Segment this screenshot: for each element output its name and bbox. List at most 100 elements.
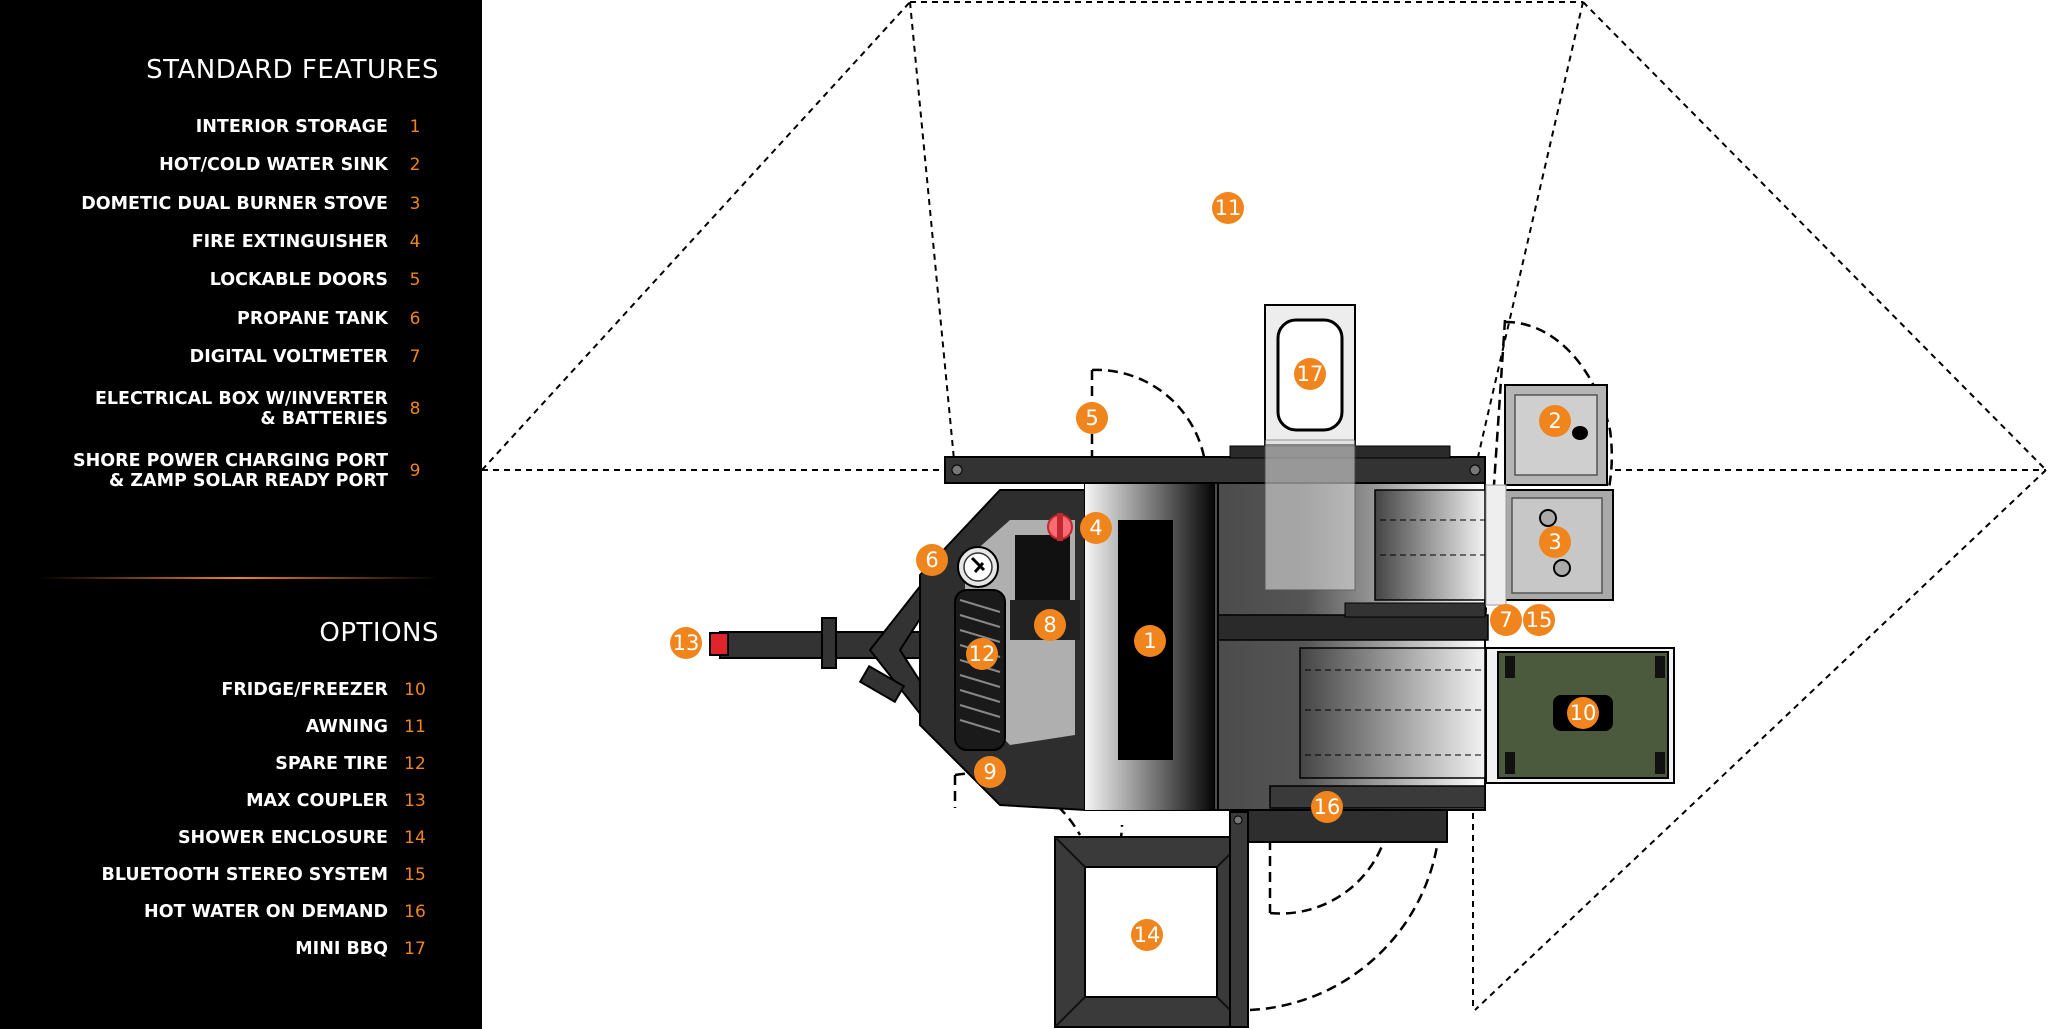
svg-text:10: 10 xyxy=(1570,701,1597,725)
propane-tank xyxy=(957,546,999,588)
svg-text:14: 14 xyxy=(1134,923,1161,947)
legend-label: SPARE TIRE xyxy=(275,754,388,774)
legend-label: MINI BBQ xyxy=(295,939,388,959)
legend-number: 4 xyxy=(409,232,421,252)
svg-text:4: 4 xyxy=(1089,516,1102,540)
legend-item-hot-water: HOT WATER ON DEMAND 16 xyxy=(144,902,442,922)
legend-label: AWNING xyxy=(305,717,388,737)
options-title: OPTIONS xyxy=(319,618,439,648)
legend-label: SHOWER ENCLOSURE xyxy=(177,828,388,848)
legend-number: 9 xyxy=(409,461,421,481)
legend-item-shore-power: SHORE POWER CHARGING PORT & ZAMP SOLAR R… xyxy=(73,451,442,491)
badge-8: 8 xyxy=(1034,609,1066,641)
legend-panel: STANDARD FEATURES INTERIOR STORAGE 1 HOT… xyxy=(0,0,482,1029)
legend-item-lockable-doors: LOCKABLE DOORS 5 xyxy=(210,270,442,290)
svg-text:13: 13 xyxy=(673,631,700,655)
svg-text:7: 7 xyxy=(1499,608,1512,632)
section-divider xyxy=(40,577,438,579)
legend-number: 8 xyxy=(409,399,421,419)
legend-item-mini-bbq: MINI BBQ 17 xyxy=(295,939,442,959)
coupler-red-block xyxy=(709,632,729,656)
legend-label: HOT/COLD WATER SINK xyxy=(159,155,388,175)
svg-text:2: 2 xyxy=(1548,409,1561,433)
badge-11: 11 xyxy=(1212,192,1244,224)
legend-item-max-coupler: MAX COUPLER 13 xyxy=(246,791,442,811)
legend-number: 7 xyxy=(409,347,421,367)
legend-number: 11 xyxy=(404,717,426,737)
legend-number: 14 xyxy=(404,828,426,848)
badge-5: 5 xyxy=(1076,402,1108,434)
badge-6: 6 xyxy=(916,544,948,576)
fire-extinguisher xyxy=(1047,513,1073,541)
fridge-freezer xyxy=(1485,647,1675,784)
shower-enclosure xyxy=(1054,811,1249,1028)
badge-13: 13 xyxy=(670,627,702,659)
legend-label: DIGITAL VOLTMETER xyxy=(189,347,388,367)
badge-9: 9 xyxy=(974,756,1006,788)
badge-15: 15 xyxy=(1523,604,1555,636)
legend-label: FIRE EXTINGUISHER xyxy=(191,232,388,252)
legend-number: 6 xyxy=(409,309,421,329)
svg-text:12: 12 xyxy=(969,642,996,666)
legend-number: 13 xyxy=(404,791,426,811)
badge-2: 2 xyxy=(1539,405,1571,437)
legend-label: INTERIOR STORAGE xyxy=(195,117,388,137)
legend-item-voltmeter: DIGITAL VOLTMETER 7 xyxy=(190,347,442,367)
badge-12: 12 xyxy=(966,638,998,670)
legend-item-sink: HOT/COLD WATER SINK 2 xyxy=(159,155,442,175)
legend-label: ELECTRICAL BOX W/INVERTER & BATTERIES xyxy=(94,389,388,429)
legend-item-stereo: BLUETOOTH STEREO SYSTEM 15 xyxy=(102,865,442,885)
legend-label: SHORE POWER CHARGING PORT & ZAMP SOLAR R… xyxy=(73,451,388,491)
legend-number: 3 xyxy=(409,194,421,214)
legend-number: 17 xyxy=(404,939,426,959)
svg-text:6: 6 xyxy=(925,548,938,572)
legend-number: 12 xyxy=(404,754,426,774)
legend-label: BLUETOOTH STEREO SYSTEM xyxy=(101,865,388,885)
svg-text:11: 11 xyxy=(1215,196,1242,220)
legend-item-fire-extinguisher: FIRE EXTINGUISHER 4 xyxy=(192,232,442,252)
badge-17: 17 xyxy=(1294,358,1326,390)
standard-features-title: STANDARD FEATURES xyxy=(146,55,439,85)
legend-label: LOCKABLE DOORS xyxy=(209,270,388,290)
trailer-tongue xyxy=(709,579,947,721)
legend-number: 1 xyxy=(409,117,421,137)
badge-7: 7 xyxy=(1490,604,1522,636)
roof-rack xyxy=(944,445,1486,843)
badge-3: 3 xyxy=(1539,526,1571,558)
svg-text:1: 1 xyxy=(1143,629,1156,653)
svg-text:9: 9 xyxy=(983,760,996,784)
legend-label: HOT WATER ON DEMAND xyxy=(144,902,388,922)
badge-1: 1 xyxy=(1134,625,1166,657)
legend-item-interior-storage: INTERIOR STORAGE 1 xyxy=(196,117,442,137)
legend-number: 2 xyxy=(409,155,421,175)
legend-item-stove: DOMETIC DUAL BURNER STOVE 3 xyxy=(81,194,442,214)
legend-label: MAX COUPLER xyxy=(246,791,388,811)
legend-number: 15 xyxy=(404,865,426,885)
svg-text:15: 15 xyxy=(1526,608,1553,632)
mini-bbq xyxy=(1264,304,1356,591)
legend-number: 5 xyxy=(409,270,421,290)
spare-tire xyxy=(954,589,1006,751)
legend-item-propane-tank: PROPANE TANK 6 xyxy=(237,309,442,329)
svg-text:5: 5 xyxy=(1085,406,1098,430)
legend-number: 10 xyxy=(404,680,426,700)
badge-4: 4 xyxy=(1080,512,1112,544)
legend-item-spare-tire: SPARE TIRE 12 xyxy=(275,754,442,774)
legend-label: FRIDGE/FREEZER xyxy=(221,680,388,700)
svg-text:8: 8 xyxy=(1043,613,1056,637)
svg-text:17: 17 xyxy=(1297,362,1324,386)
legend-label: DOMETIC DUAL BURNER STOVE xyxy=(81,194,388,214)
svg-text:3: 3 xyxy=(1548,530,1561,554)
legend-item-awning: AWNING 11 xyxy=(306,717,442,737)
badge-14: 14 xyxy=(1131,919,1163,951)
legend-label: PROPANE TANK xyxy=(237,309,388,329)
diagram-badges: 1 2 3 4 5 6 7 8 9 10 11 12 13 14 15 16 1… xyxy=(670,192,1599,951)
badge-10: 10 xyxy=(1567,697,1599,729)
legend-item-shower: SHOWER ENCLOSURE 14 xyxy=(178,828,442,848)
legend-item-fridge: FRIDGE/FREEZER 10 xyxy=(221,680,442,700)
svg-text:16: 16 xyxy=(1314,795,1341,819)
legend-number: 16 xyxy=(404,902,426,922)
badge-16: 16 xyxy=(1311,791,1343,823)
legend-item-electrical-box: ELECTRICAL BOX W/INVERTER & BATTERIES 8 xyxy=(95,389,442,429)
